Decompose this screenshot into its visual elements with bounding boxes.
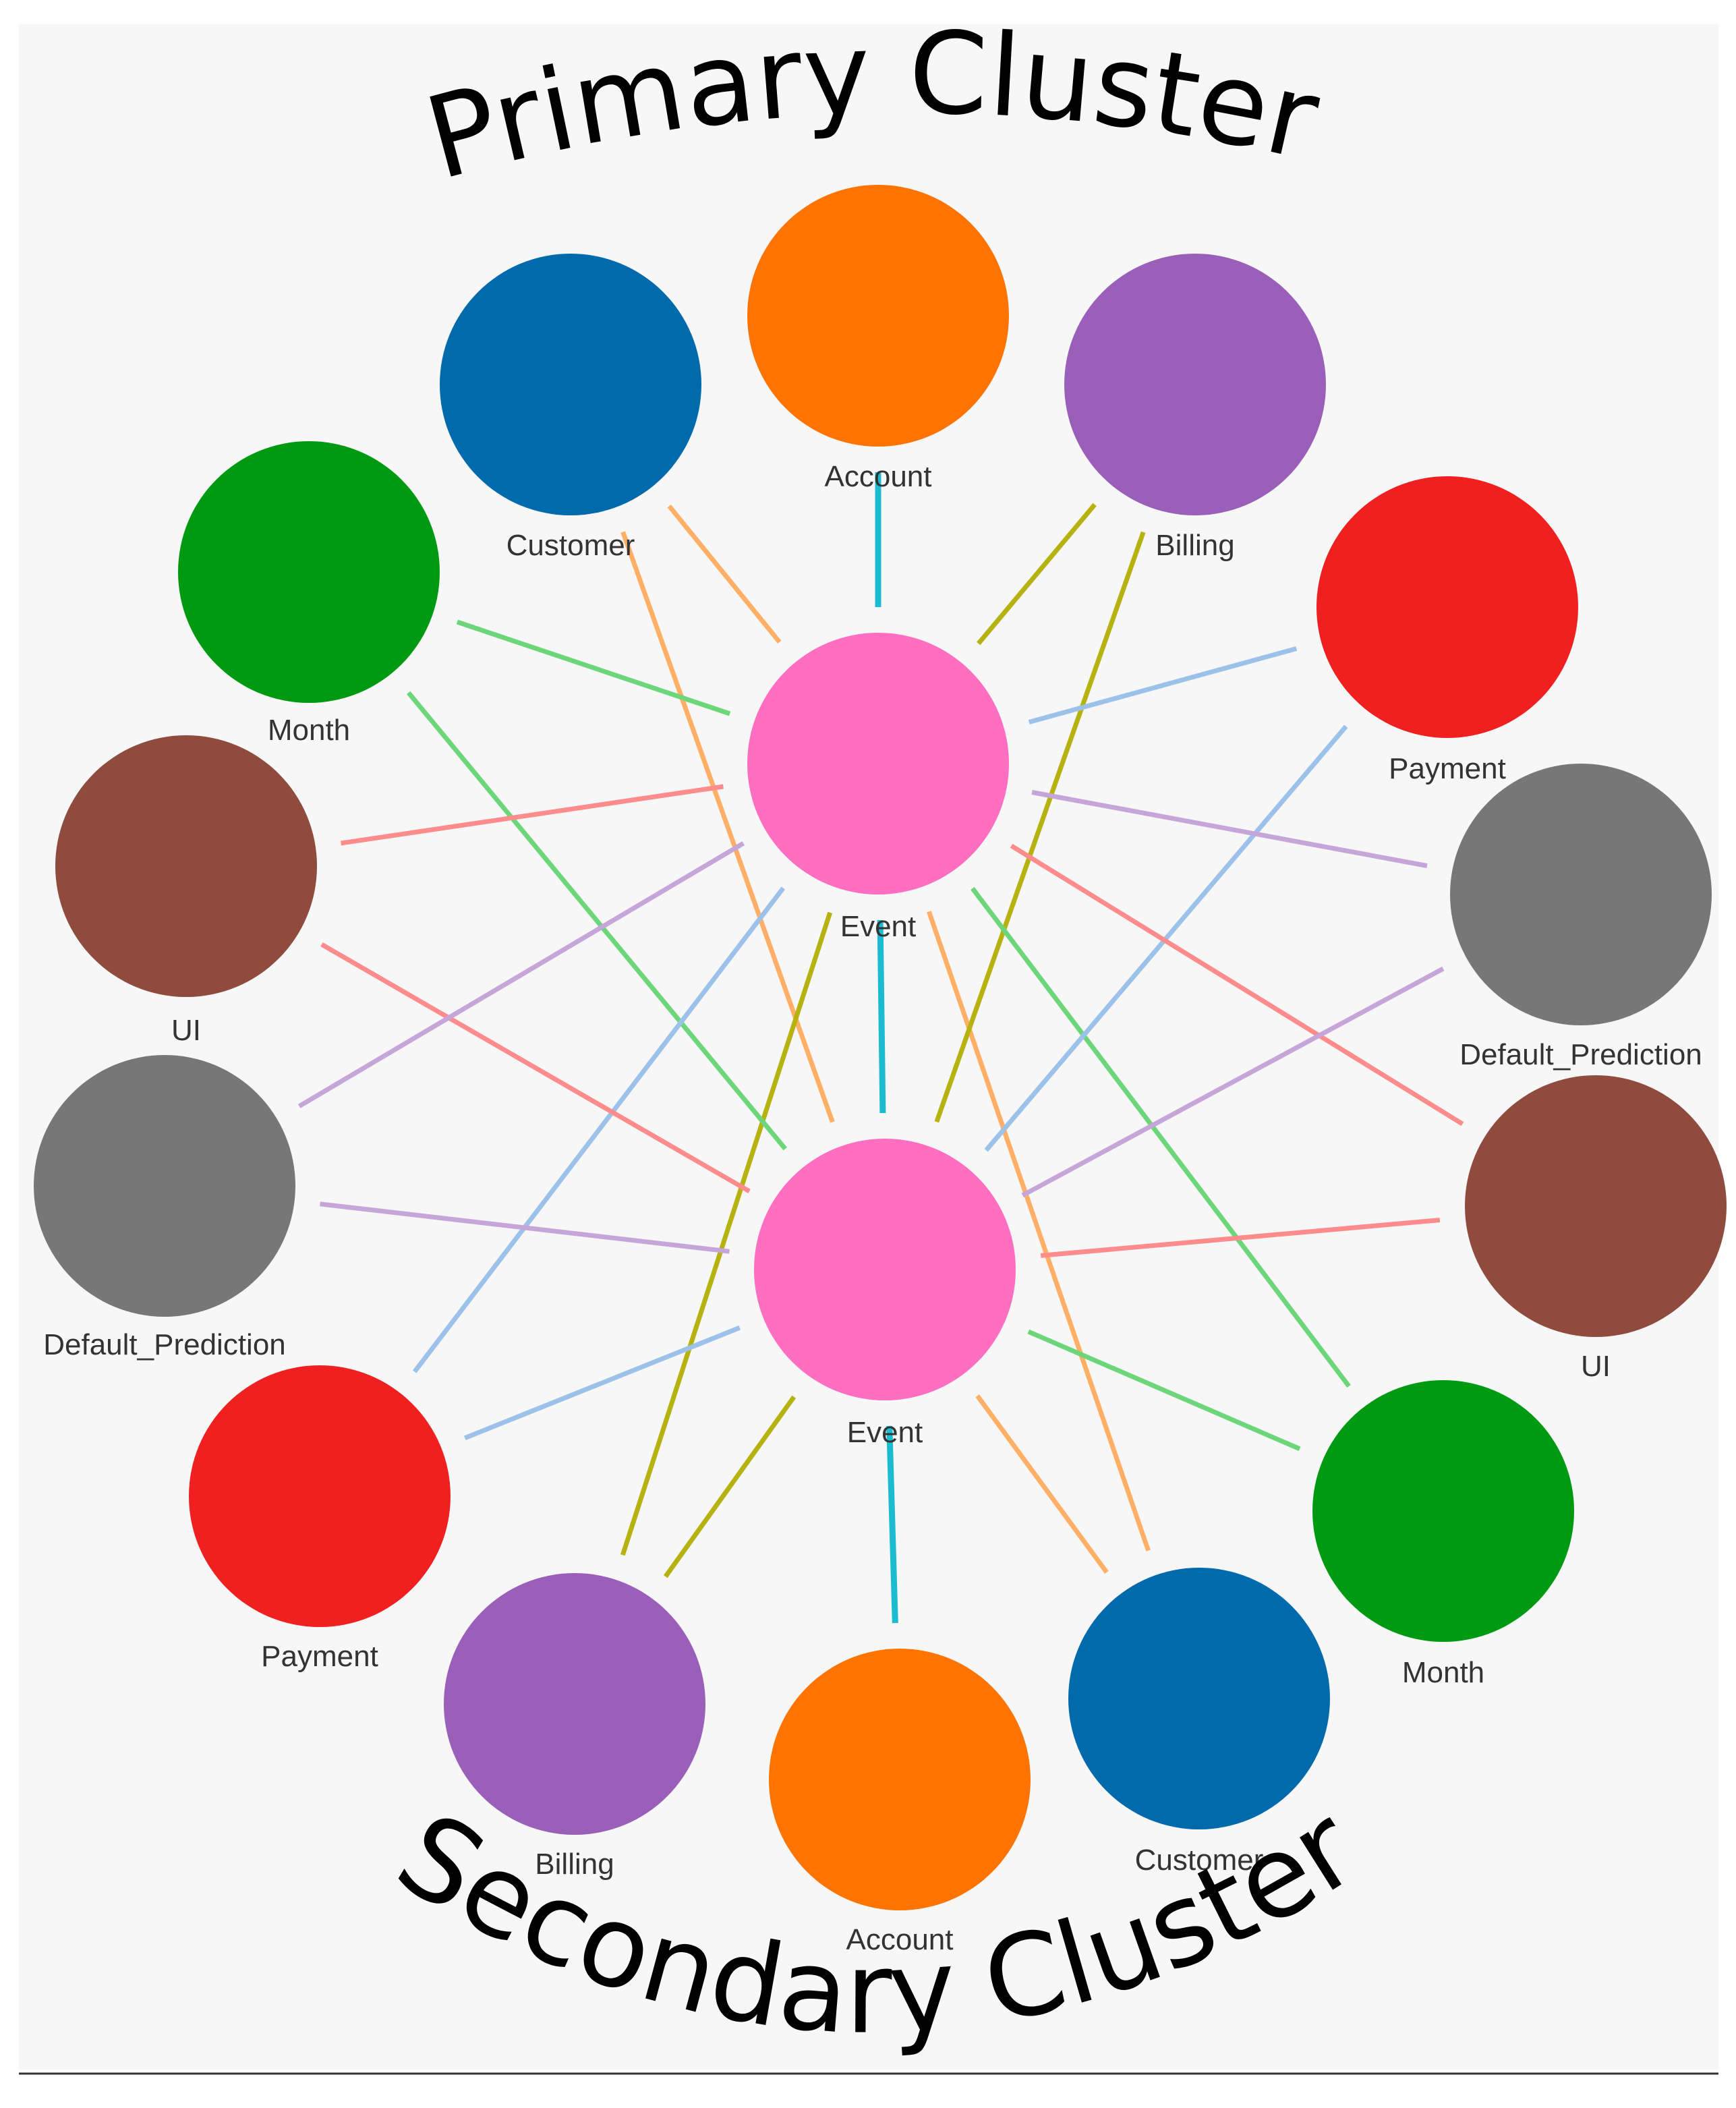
edge-p-payment-to-s-event xyxy=(984,724,1348,1152)
edge-s-event-to-s-payment xyxy=(463,1326,741,1440)
node-circle-p-account xyxy=(747,185,1009,447)
node-label-p-event: Event xyxy=(840,910,917,943)
edge-p-event-to-s-customer xyxy=(927,911,1151,1551)
edge-p-customer-to-s-event xyxy=(620,531,835,1123)
node-circle-p-ui xyxy=(55,735,317,997)
node-circle-s-default-prediction xyxy=(34,1055,295,1317)
edge-p-event-to-s-default-prediction xyxy=(297,841,745,1108)
node-label-p-default-prediction: Default_Prediction xyxy=(1459,1038,1702,1071)
node-circle-s-payment xyxy=(189,1365,451,1627)
node-label-p-payment: Payment xyxy=(1389,752,1506,785)
node-label-s-customer: Customer xyxy=(1135,1844,1264,1877)
edge-p-event-to-s-month xyxy=(971,886,1351,1388)
node-p-ui: UI xyxy=(55,735,317,1047)
node-circle-s-account xyxy=(769,1649,1031,1910)
node-label-p-ui: UI xyxy=(171,1014,201,1047)
edge-s-event-to-s-ui xyxy=(1040,1218,1441,1258)
node-circle-p-billing xyxy=(1064,254,1326,515)
edge-p-event-to-s-event xyxy=(877,919,886,1114)
node-p-customer: Customer xyxy=(440,254,701,562)
edge-p-default-prediction-to-p-event xyxy=(1031,790,1428,868)
node-p-default-prediction: Default_Prediction xyxy=(1450,764,1712,1071)
node-s-month: Month xyxy=(1312,1380,1574,1689)
edge-p-billing-to-p-event xyxy=(977,503,1097,646)
edges-layer xyxy=(297,472,1464,1624)
node-circle-s-ui xyxy=(1465,1075,1727,1337)
node-s-customer: Customer xyxy=(1068,1568,1330,1877)
node-label-s-payment: Payment xyxy=(261,1640,378,1673)
edge-p-ui-to-s-event xyxy=(320,942,751,1194)
node-circle-s-month xyxy=(1312,1380,1574,1642)
node-s-event: Event xyxy=(754,1139,1016,1449)
edge-p-event-to-s-billing xyxy=(620,911,833,1556)
node-label-p-billing: Billing xyxy=(1155,529,1234,562)
node-s-payment: Payment xyxy=(189,1365,451,1673)
edge-p-ui-to-p-event xyxy=(340,784,724,846)
node-p-billing: Billing xyxy=(1064,254,1326,562)
node-label-s-account: Account xyxy=(846,1923,954,1956)
node-circle-p-default-prediction xyxy=(1450,764,1712,1025)
node-p-account: Account xyxy=(747,185,1009,493)
edge-s-event-to-s-customer xyxy=(975,1394,1109,1574)
node-circle-s-customer xyxy=(1068,1568,1330,1829)
node-circle-p-customer xyxy=(440,254,701,515)
edge-s-event-to-s-account xyxy=(886,1425,898,1624)
node-label-s-month: Month xyxy=(1402,1656,1484,1689)
node-label-s-ui: UI xyxy=(1581,1350,1611,1383)
node-p-month: Month xyxy=(178,441,440,747)
node-s-billing: Billing xyxy=(444,1573,705,1881)
node-s-default-prediction: Default_Prediction xyxy=(34,1055,295,1361)
node-s-account: Account xyxy=(769,1649,1031,1956)
node-label-p-account: Account xyxy=(825,460,932,493)
node-p-event: Event xyxy=(747,633,1009,943)
node-circle-p-event xyxy=(747,633,1009,894)
edge-p-customer-to-p-event xyxy=(667,504,782,644)
edge-s-event-to-s-billing xyxy=(663,1395,797,1578)
node-label-p-customer: Customer xyxy=(507,529,635,562)
edge-p-month-to-p-event xyxy=(456,619,731,716)
edge-p-month-to-s-event xyxy=(407,691,787,1151)
edge-s-event-to-s-month xyxy=(1027,1329,1301,1452)
edge-s-event-to-s-default-prediction xyxy=(320,1201,730,1254)
edge-p-default-prediction-to-s-event xyxy=(1021,966,1445,1198)
node-p-payment: Payment xyxy=(1317,476,1578,785)
node-label-s-event: Event xyxy=(847,1416,923,1449)
edge-p-billing-to-s-event xyxy=(934,531,1146,1123)
edge-p-event-to-s-payment xyxy=(412,886,786,1373)
node-circle-p-month xyxy=(178,441,440,703)
node-label-s-billing: Billing xyxy=(535,1848,614,1881)
edge-p-payment-to-p-event xyxy=(1028,646,1298,724)
node-label-s-default-prediction: Default_Prediction xyxy=(43,1328,286,1361)
node-s-ui: UI xyxy=(1465,1075,1727,1383)
node-circle-s-billing xyxy=(444,1573,705,1835)
node-circle-p-payment xyxy=(1317,476,1578,738)
node-label-p-month: Month xyxy=(268,714,350,747)
node-circle-s-event xyxy=(754,1139,1016,1400)
edge-p-event-to-s-ui xyxy=(1010,843,1464,1127)
